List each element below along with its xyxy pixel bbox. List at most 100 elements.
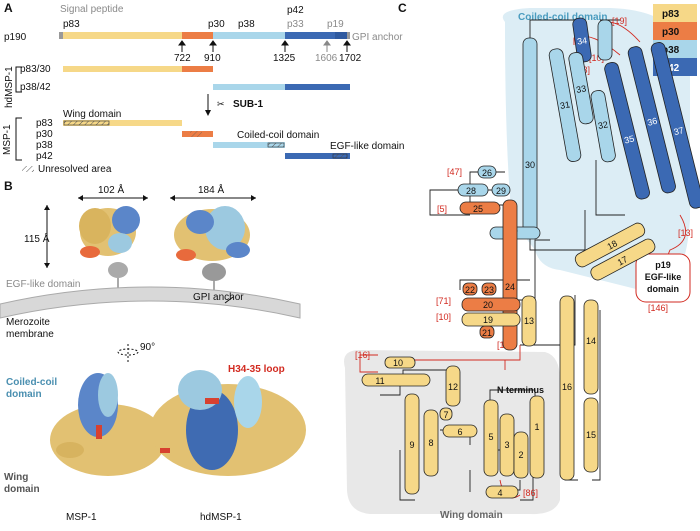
svg-text:1: 1 xyxy=(534,422,539,432)
p19-label-2: EGF-like xyxy=(645,272,682,282)
hdmsp1-bracket xyxy=(15,66,22,93)
panel-b-letter: B xyxy=(4,179,13,193)
p19-box xyxy=(635,253,691,303)
msp1-bracket xyxy=(15,117,22,161)
pos-910: 910 xyxy=(204,53,221,64)
svg-text:11: 11 xyxy=(375,376,384,386)
h34-loop-label: H34-35 loop xyxy=(228,364,285,375)
msp1-p83-bar xyxy=(63,120,182,126)
svg-text:10: 10 xyxy=(393,358,403,368)
p83-30-label: p83/30 xyxy=(20,64,51,75)
gap-13: [13] xyxy=(678,228,693,238)
dim3-label: 115 Å xyxy=(24,232,50,245)
scissors-icon: ✂ xyxy=(217,99,225,109)
p38-42-label: p38/42 xyxy=(20,82,51,93)
helix-35: 35 xyxy=(604,61,650,200)
helix-4: 4 xyxy=(485,485,519,499)
helix-10: 10 xyxy=(384,356,416,369)
msp1-structure-bottom xyxy=(50,373,166,476)
coiled-coil-b-label-1: Coiled-coil xyxy=(6,377,57,388)
wing-c-label: Wing domain xyxy=(440,510,503,521)
svg-text:25: 25 xyxy=(473,204,483,214)
legend-p83-swatch xyxy=(653,4,697,22)
p83-unresolved xyxy=(63,120,110,126)
helix-12: 12 xyxy=(445,365,461,407)
p83-bar xyxy=(63,32,182,39)
gap-71: [71] xyxy=(436,296,451,306)
hdmsp1-caption: hdMSP-1 xyxy=(200,512,242,523)
helix-33: 33 xyxy=(568,52,594,125)
wing-b-label-1: Wing xyxy=(4,472,28,483)
merozoite-label: Merozoite xyxy=(6,317,50,328)
helix-23: 23 xyxy=(481,282,497,296)
svg-text:13: 13 xyxy=(524,316,534,326)
svg-text:21: 21 xyxy=(482,328,492,338)
helix-14: 14 xyxy=(583,299,599,395)
svg-text:36: 36 xyxy=(646,116,658,128)
unresolved-label: Unresolved area xyxy=(38,164,112,175)
sub1-label: SUB-1 xyxy=(233,99,263,110)
gap-10b: [10] xyxy=(436,312,451,322)
p38-top-label: p38 xyxy=(238,19,255,30)
helix-15: 15 xyxy=(583,397,599,473)
svg-text:17: 17 xyxy=(616,254,630,268)
svg-text:16: 16 xyxy=(562,382,572,392)
msp1-p42-bar xyxy=(285,153,350,159)
svg-text:32: 32 xyxy=(597,119,609,131)
gpi-bar xyxy=(347,32,350,39)
p33-top-label: p33 xyxy=(287,19,304,30)
svg-text:3: 3 xyxy=(504,440,509,450)
svg-text:14: 14 xyxy=(586,336,596,346)
svg-text:8: 8 xyxy=(428,438,433,448)
dim1-label: 102 Å xyxy=(98,183,124,196)
dim2-label: 184 Å xyxy=(198,183,224,196)
helix-18: 18 xyxy=(574,222,646,268)
svg-text:31: 31 xyxy=(559,99,571,111)
membrane-shape xyxy=(0,286,301,319)
pos-1606: 1606 xyxy=(315,53,338,64)
svg-text:18: 18 xyxy=(605,238,619,252)
row-p38: p38 xyxy=(36,140,53,151)
svg-text:23: 23 xyxy=(484,285,494,295)
helix-34-light xyxy=(597,19,613,61)
svg-text:19: 19 xyxy=(483,315,493,325)
signal-peptide-bar xyxy=(59,32,63,39)
helix-16: 16 xyxy=(559,295,575,481)
p190-label: p190 xyxy=(4,32,27,43)
hdmsp1-structure-top xyxy=(174,206,250,292)
p83-top-label: p83 xyxy=(63,19,80,30)
helix-2: 2 xyxy=(513,431,529,479)
gap-86: [86] xyxy=(523,488,538,498)
helix-13: 13 xyxy=(521,295,537,347)
helix-30: 30 xyxy=(522,37,538,237)
legend-p42: p42 xyxy=(662,63,680,74)
gap-19: [19] xyxy=(612,16,627,26)
hdmsp1-label: hdMSP-1 xyxy=(4,66,15,108)
helix-32: 32 xyxy=(590,90,616,163)
legend-p30: p30 xyxy=(662,27,680,38)
p19-top-label: p19 xyxy=(327,19,344,30)
p42-top-label: p42 xyxy=(287,5,304,16)
helix-7: 7 xyxy=(439,407,453,421)
helix-5: 5 xyxy=(483,399,499,477)
helix-34: 34 xyxy=(572,17,592,63)
svg-text:7: 7 xyxy=(443,410,448,420)
hd-p38-bar xyxy=(213,84,285,90)
panel-c: C Coiled-coil domain Wing domain p83 p30… xyxy=(344,1,700,521)
svg-text:33: 33 xyxy=(575,83,587,95)
gap-47: [47] xyxy=(447,167,462,177)
signal-peptide-label: Signal peptide xyxy=(60,4,124,15)
helix-20: 20 xyxy=(461,297,521,312)
helix-6: 6 xyxy=(442,424,478,438)
svg-text:30: 30 xyxy=(525,160,535,170)
panel-b: B 102 Å 184 Å 115 Å xyxy=(0,179,306,523)
pos-722: 722 xyxy=(174,53,191,64)
helix-22: 22 xyxy=(462,282,478,296)
pos-1702: 1702 xyxy=(339,53,362,64)
msp1-caption: MSP-1 xyxy=(66,512,97,523)
gpi-anchor-b-label: GPI anchor xyxy=(193,292,244,303)
svg-text:35: 35 xyxy=(623,133,635,145)
helix-11: 11 xyxy=(361,373,431,387)
coiled-coil-label: Coiled-coil domain xyxy=(237,130,319,141)
